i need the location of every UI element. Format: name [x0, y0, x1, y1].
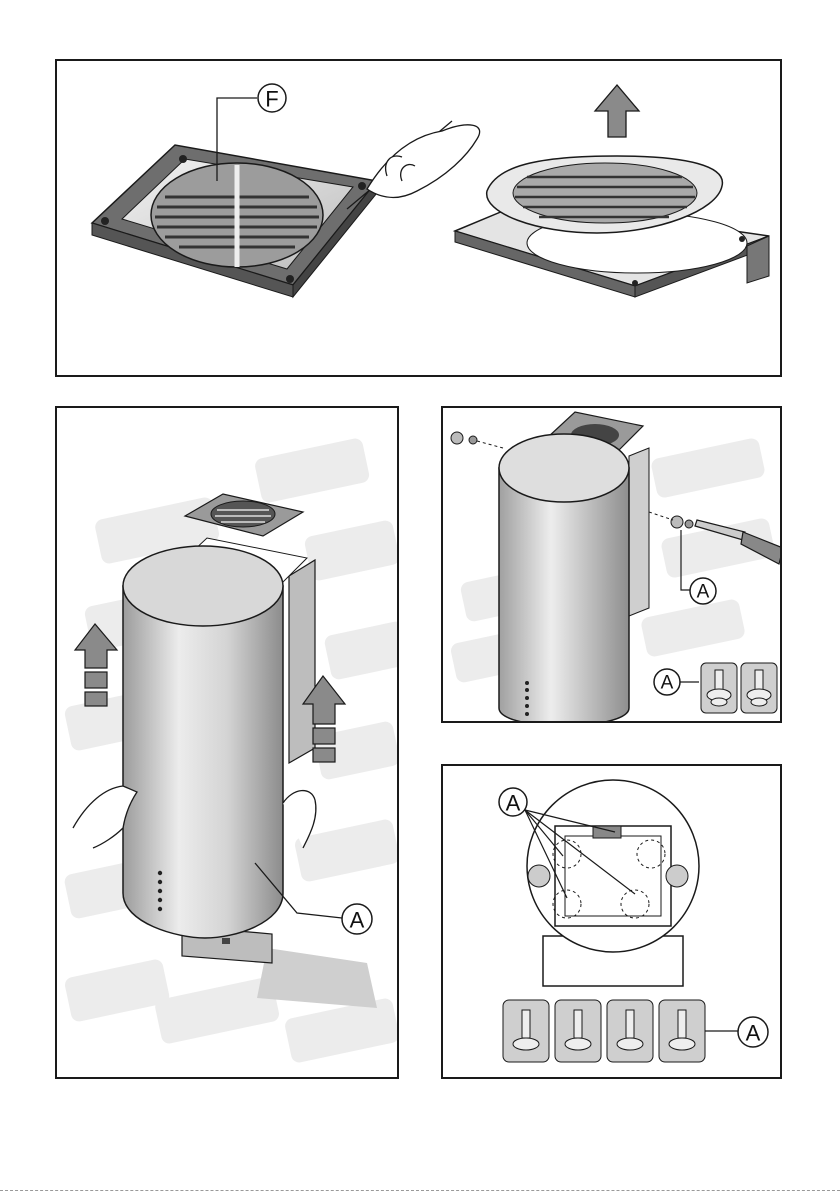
bottom-right-panel-top-screws: A A [441, 764, 782, 1079]
grille-icon [151, 163, 323, 267]
side-screw-illustration: A A [443, 408, 782, 723]
side-plate [629, 448, 649, 616]
screw-legend: A [654, 663, 777, 713]
up-arrow-icon [595, 85, 639, 137]
side-plate [289, 560, 315, 763]
label-a-side: A [697, 582, 710, 603]
chimney-cylinder [499, 434, 629, 723]
mid-right-panel-fix-screws: A A [441, 406, 782, 723]
page-edge-line [0, 1190, 840, 1191]
label-a-legend: A [661, 673, 674, 694]
zoom-circle [527, 780, 699, 986]
label-f: F [265, 87, 278, 112]
chimney-cylinder [123, 546, 283, 938]
label-a-legend: A [746, 1021, 761, 1046]
left-panel-slide-chimney: A [55, 406, 399, 1079]
shadow [257, 948, 377, 1008]
top-screw-illustration: A A [443, 766, 782, 1079]
label-a-top: A [506, 791, 521, 816]
label-a: A [350, 908, 365, 933]
screw-legend: A [503, 1000, 768, 1062]
chimney-installation-illustration: A [57, 408, 399, 1079]
grille-removal-illustration: F [57, 61, 782, 377]
top-panel-remove-grille: F [55, 59, 782, 377]
screw-icon [707, 670, 771, 706]
